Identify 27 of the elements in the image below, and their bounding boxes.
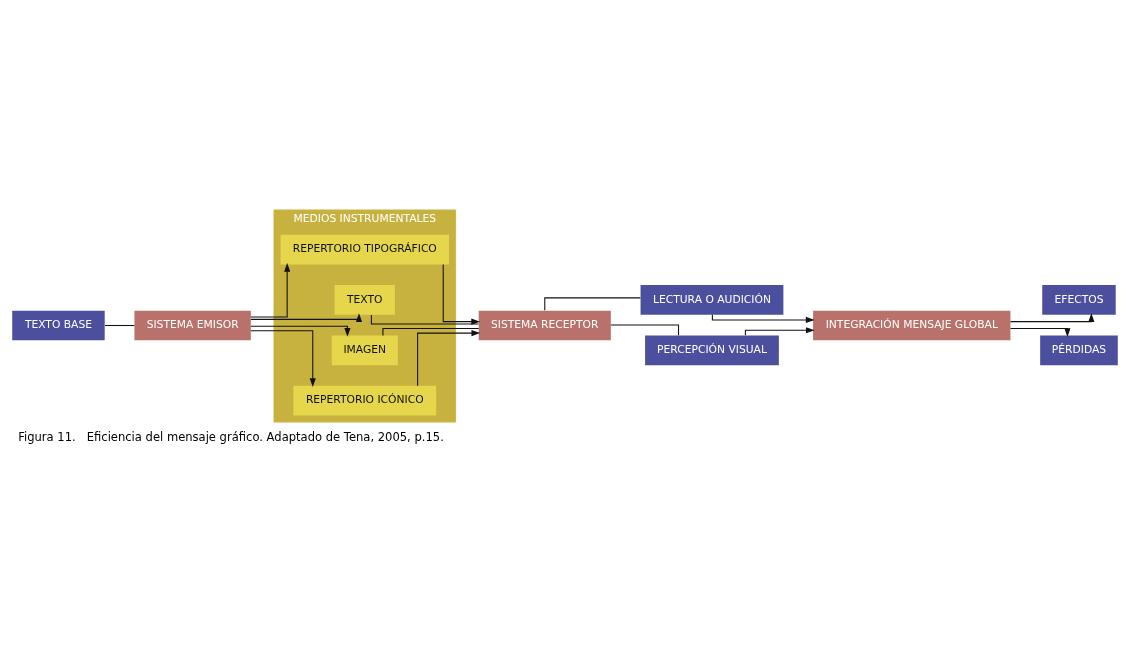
- node-box: PÉRDIDAS: [1040, 334, 1118, 365]
- arrow: [417, 329, 481, 386]
- arrow: [1010, 327, 1071, 337]
- connector: [104, 324, 135, 326]
- node-box: EFECTOS: [1042, 284, 1116, 315]
- arrow: [250, 262, 291, 318]
- node-box: REPERTORIO ICÓNICO: [293, 385, 437, 415]
- arrow: [711, 313, 815, 323]
- node-box: LECTURA O AUDICIÓN: [640, 284, 784, 315]
- node-box: INTEGRACIÓN MENSAJE GLOBAL: [813, 310, 1011, 340]
- connector: [382, 327, 480, 336]
- arrow: [250, 325, 351, 337]
- arrow: [1009, 312, 1095, 322]
- node-box: PERCEPCIÓN VISUAL: [645, 334, 779, 365]
- node-box: IMAGEN: [331, 334, 398, 365]
- connector: [370, 313, 479, 324]
- caption: Figura 11. Eficiencia del mensaje gráfico. Adaptado de Tena, 2005, p.15.: [18, 429, 444, 444]
- node-box: REPERTORIO TIPOGRÁFICO: [280, 234, 449, 264]
- arrow: [250, 312, 363, 322]
- node-box: TEXTO: [334, 284, 395, 315]
- node-box: TEXTO BASE: [12, 310, 105, 340]
- arrow: [250, 329, 316, 387]
- arrow: [442, 263, 481, 325]
- connector: [610, 324, 680, 336]
- node-box: SISTEMA EMISOR: [134, 310, 251, 340]
- node-box: SISTEMA RECEPTOR: [478, 310, 611, 340]
- arrow: [744, 326, 815, 336]
